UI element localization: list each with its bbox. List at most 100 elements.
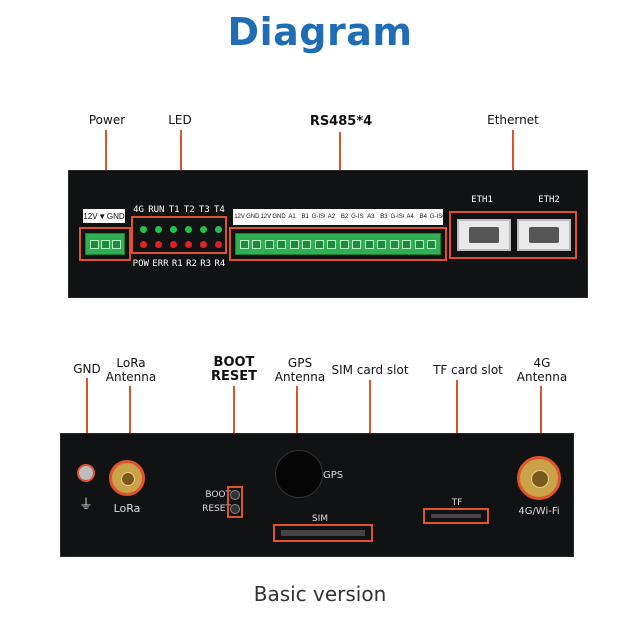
led-pow bbox=[140, 241, 147, 248]
rs485-pin-slot bbox=[427, 239, 437, 249]
label-boot-line2: RESET bbox=[210, 369, 257, 384]
lora-antenna-connector[interactable] bbox=[109, 460, 145, 496]
led-t4 bbox=[215, 226, 222, 233]
led-label: R2 bbox=[186, 259, 197, 269]
power-pin-1: 12V bbox=[83, 211, 98, 221]
reset-text: RESET bbox=[202, 504, 231, 514]
rs485-terminal[interactable] bbox=[235, 233, 441, 255]
led-label: RUN bbox=[148, 205, 165, 215]
boot-reset-box bbox=[227, 486, 243, 518]
led-r2 bbox=[185, 241, 192, 248]
label-rs485: RS485*4 bbox=[309, 114, 373, 129]
rs485-pin-label: B3 bbox=[380, 214, 388, 220]
page-title: Diagram bbox=[227, 10, 413, 54]
led-label: T3 bbox=[198, 205, 210, 215]
rs485-pin-label: A4 bbox=[406, 214, 414, 220]
gps-antenna-hole bbox=[275, 450, 323, 498]
label-power: Power bbox=[88, 113, 126, 127]
label-sim-slot: SIM card slot bbox=[331, 363, 409, 377]
boot-button[interactable] bbox=[230, 490, 240, 500]
rs485-pin-label: B2 bbox=[340, 214, 349, 220]
rs485-pin-label: G-ISO bbox=[311, 214, 325, 220]
label-gps-line1: GPS bbox=[287, 356, 313, 370]
front-panel: 12V ▼ GND 4G RUN T1 T2 T3 T4 POW ERR bbox=[68, 170, 588, 298]
led-bottom-labels: POW ERR R1 R2 R3 R4 bbox=[131, 259, 227, 269]
rs485-pin-label: G-ISO bbox=[351, 214, 364, 220]
led-label: ERR bbox=[152, 259, 169, 269]
caption: Basic version bbox=[253, 582, 387, 606]
sim-text: SIM bbox=[311, 514, 329, 524]
tf-text: TF bbox=[451, 498, 463, 508]
label-4g-line1: 4G bbox=[533, 356, 551, 370]
eth2-label: ETH2 bbox=[538, 195, 560, 205]
led-run bbox=[155, 226, 162, 233]
ethernet-box bbox=[449, 211, 577, 259]
led-top-labels: 4G RUN T1 T2 T3 T4 bbox=[131, 205, 227, 215]
leader-gps bbox=[296, 386, 298, 446]
eth1-socket bbox=[469, 227, 499, 243]
led-r1 bbox=[170, 241, 177, 248]
label-boot-reset: BOOT RESET bbox=[206, 356, 262, 384]
rs485-pin-label: GND bbox=[246, 214, 260, 220]
label-gps-line2: Antenna bbox=[274, 370, 326, 384]
eth1-port[interactable] bbox=[457, 219, 511, 251]
rs485-pin-labels: 12VGND12VGNDA1B1G-ISOA2B2G-ISOA3B3G-ISOA… bbox=[233, 209, 443, 225]
tf-slot[interactable] bbox=[423, 508, 489, 524]
label-tf-slot: TF card slot bbox=[433, 363, 503, 377]
led-label: POW bbox=[132, 259, 149, 269]
power-terminal[interactable] bbox=[85, 233, 125, 255]
tf-slot-opening bbox=[431, 514, 481, 518]
lora-antenna-core bbox=[121, 472, 135, 486]
label-lora-line2: Antenna bbox=[105, 370, 157, 384]
leader-gnd bbox=[86, 378, 88, 460]
label-4g-line2: Antenna bbox=[516, 370, 568, 384]
label-led: LED bbox=[168, 113, 192, 127]
led-label: T4 bbox=[214, 205, 225, 215]
label-ethernet: Ethernet bbox=[487, 113, 539, 127]
rs485-pin-slot bbox=[252, 239, 262, 249]
label-lora: LoRa Antenna bbox=[104, 356, 158, 384]
led-err bbox=[155, 241, 162, 248]
led-label: R1 bbox=[171, 259, 183, 269]
4g-antenna-core bbox=[531, 470, 549, 488]
ground-symbol-icon: ⏚ bbox=[79, 496, 93, 512]
power-pin-labels: 12V ▼ GND bbox=[83, 209, 125, 223]
rs485-pin-label: 12V bbox=[234, 214, 245, 220]
power-pin-slot bbox=[89, 239, 99, 249]
rs485-terminal-box bbox=[229, 227, 447, 261]
rs485-pin-slot bbox=[377, 239, 387, 249]
led-label: 4G bbox=[133, 205, 144, 215]
rs485-pin-label: B4 bbox=[419, 214, 427, 220]
rs485-pin-slot bbox=[364, 239, 374, 249]
power-terminal-box bbox=[79, 227, 131, 261]
rs485-pin-slot bbox=[402, 239, 412, 249]
4g-wifi-text: 4G/Wi-Fi bbox=[518, 506, 560, 517]
boot-text: BOOT bbox=[205, 490, 231, 500]
led-box bbox=[131, 216, 227, 254]
4g-antenna-connector[interactable] bbox=[517, 456, 561, 500]
rs485-pin-slot bbox=[339, 239, 349, 249]
lora-text: LoRa bbox=[113, 502, 141, 515]
rs485-pin-slot bbox=[277, 239, 287, 249]
rs485-pin-label: A2 bbox=[327, 214, 336, 220]
reset-button[interactable] bbox=[230, 504, 240, 514]
rs485-pin-label: 12V bbox=[260, 214, 272, 220]
rear-panel: ⏚ LoRa BOOT RESET GPS SIM TF 4G/Wi-Fi bbox=[60, 433, 574, 557]
power-pin-slot bbox=[100, 239, 110, 249]
power-pin-2: GND bbox=[106, 211, 125, 221]
rs485-pin-label: G-ISO bbox=[429, 214, 443, 220]
rs485-pin-label: GND bbox=[272, 214, 286, 220]
led-t3 bbox=[200, 226, 207, 233]
gnd-screw[interactable] bbox=[77, 464, 95, 482]
eth2-port[interactable] bbox=[517, 219, 571, 251]
gps-text: GPS bbox=[323, 470, 344, 481]
led-r4 bbox=[215, 241, 222, 248]
eth1-label: ETH1 bbox=[471, 195, 493, 205]
rs485-pin-slot bbox=[302, 239, 312, 249]
led-t2 bbox=[185, 226, 192, 233]
leader-lora bbox=[129, 386, 131, 458]
led-label: T2 bbox=[183, 205, 195, 215]
label-gps: GPS Antenna bbox=[270, 356, 330, 384]
sim-slot[interactable] bbox=[273, 524, 373, 542]
label-boot-line1: BOOT bbox=[213, 355, 255, 370]
